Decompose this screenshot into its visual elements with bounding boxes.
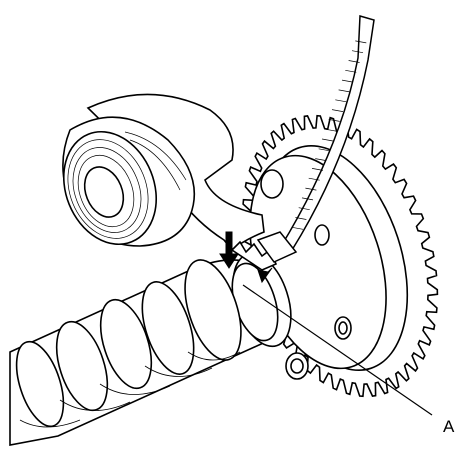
cable-tie-ridge — [298, 207, 310, 211]
cable-tie-ridge — [331, 109, 344, 112]
cable-tie-ridge — [348, 60, 360, 63]
cable-tie-ridge — [308, 177, 320, 181]
cable-tie-ridge — [295, 217, 307, 220]
camshaft-lobe-2 — [99, 298, 153, 390]
camshaft-sprocket — [241, 114, 439, 398]
cable-tie — [256, 15, 375, 263]
cable-tie-ridge — [315, 158, 327, 161]
cable-tie-ridges — [291, 40, 367, 230]
cable-tie-ridge — [328, 119, 340, 122]
cable-tie-ridge — [318, 148, 330, 152]
cable-tie-ridge — [335, 99, 347, 103]
cable-tie-ridge — [351, 50, 364, 54]
tape-roll-layers — [67, 131, 187, 239]
cable-tie-ridge — [311, 168, 324, 171]
tape-torn-end — [230, 240, 278, 271]
cable-tie-ridge — [325, 128, 337, 132]
callout-leader-line — [242, 284, 433, 416]
sprocket-bolt-hole-right — [314, 224, 330, 246]
cable-tie-ridge — [338, 89, 350, 93]
sprocket-bolt-hole-top — [260, 169, 284, 199]
cable-tie-ridge — [291, 226, 304, 230]
sprocket-bolt-hole-bottom-inner — [290, 358, 304, 374]
cable-tie-ridge — [341, 79, 354, 83]
tape-roll — [62, 93, 278, 271]
sprocket-bolt-hole-lower-right-inner — [338, 321, 348, 335]
down-arrow — [219, 231, 239, 269]
tape-roll-core — [83, 166, 125, 218]
direction-arrows — [219, 231, 273, 284]
camshaft-shading — [19, 351, 241, 428]
callout-a: A — [242, 284, 455, 436]
cable-tie-ridge — [305, 187, 317, 191]
camshaft-journal-2 — [55, 320, 109, 412]
cable-tie-ridge — [321, 138, 334, 142]
camshaft-journal-1 — [184, 259, 242, 361]
cable-tie-ridge — [301, 197, 314, 201]
cable-tie-ridge — [355, 40, 367, 44]
camshaft-lobe-3 — [15, 340, 65, 428]
callout-label: A — [443, 417, 455, 436]
side-arrow — [257, 267, 273, 284]
cable-tie-head — [256, 231, 298, 263]
camshaft — [9, 252, 292, 446]
camshaft-lobe-1 — [141, 281, 195, 375]
cable-tie-ridge — [345, 69, 357, 73]
